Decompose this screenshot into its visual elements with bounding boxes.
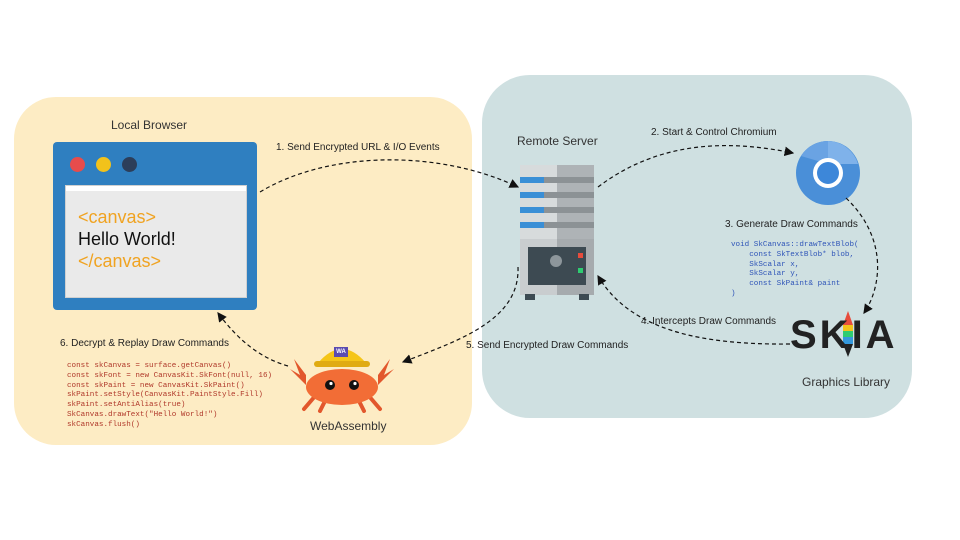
- skia-code-line: SkScalar y,: [731, 270, 800, 279]
- skia-code-line: ): [731, 289, 736, 298]
- wasm-code-line: skCanvas.flush(): [67, 420, 140, 429]
- browser-window-icon: <canvas> Hello World! </canvas>: [53, 142, 257, 310]
- step-5-label: 5. Send Encrypted Draw Commands: [466, 340, 629, 351]
- arrow-step-5: [401, 266, 519, 364]
- arrow-step-6: [217, 312, 289, 367]
- wasm-code-line: SkCanvas.drawText("Hello World!"): [67, 410, 218, 419]
- webassembly-title: WebAssembly: [310, 419, 387, 433]
- step-1-label: 1. Send Encrypted URL & I/O Events: [276, 142, 440, 153]
- arrow-step-4: [597, 274, 791, 345]
- arrow-step-3: [845, 197, 879, 314]
- wasm-code-line: const skCanvas = surface.getCanvas(): [67, 362, 232, 370]
- wasm-badge-text: WA: [336, 349, 346, 355]
- graphics-library-title: Graphics Library: [802, 375, 891, 389]
- server-icon: [520, 165, 594, 301]
- canvas-open-tag: <canvas>: [78, 207, 157, 227]
- hello-world-text: Hello World!: [78, 229, 176, 249]
- close-dot: [70, 157, 85, 172]
- step-3-label: 3. Generate Draw Commands: [725, 219, 858, 230]
- skia-logo: SKIA: [790, 309, 895, 359]
- browser-viewport: <canvas> Hello World! </canvas>: [65, 185, 247, 298]
- skia-code-line: const SkPaint& paint: [731, 280, 841, 289]
- step-2-label: 2. Start & Control Chromium: [651, 127, 777, 138]
- wasm-code-line: const skPaint = new CanvasKit.SkPaint(): [67, 381, 245, 390]
- wasm-code-line: const skFont = new CanvasKit.SkFont(null…: [67, 371, 273, 380]
- skia-code-block: void SkCanvas::drawTextBlob( const SkTex…: [731, 241, 859, 300]
- maximize-dot: [122, 157, 137, 172]
- skia-code-line: SkScalar x,: [731, 260, 800, 269]
- step-6-label: 6. Decrypt & Replay Draw Commands: [60, 338, 229, 349]
- skia-code-line: void SkCanvas::drawTextBlob(: [731, 241, 859, 249]
- canvas-close-tag: </canvas>: [78, 251, 162, 271]
- skia-code-line: const SkTextBlob* blob,: [731, 250, 855, 259]
- chromium-icon: [795, 140, 861, 206]
- wasm-code-line: skPaint.setStyle(CanvasKit.PaintStyle.Fi…: [67, 391, 263, 400]
- arrow-step-2: [597, 144, 795, 188]
- minimize-dot: [96, 157, 111, 172]
- step-4-label: 4. Intercepts Draw Commands: [641, 316, 777, 327]
- skia-logo-text: SKIA: [790, 313, 898, 357]
- wasm-code-line: skPaint.setAntiAlias(true): [67, 401, 186, 410]
- rust-crab-icon: WA: [286, 335, 398, 413]
- arrow-step-1: [259, 159, 520, 193]
- remote-server-title: Remote Server: [517, 134, 598, 148]
- wasm-code-block: const skCanvas = surface.getCanvas() con…: [67, 362, 272, 431]
- local-browser-title: Local Browser: [111, 118, 188, 132]
